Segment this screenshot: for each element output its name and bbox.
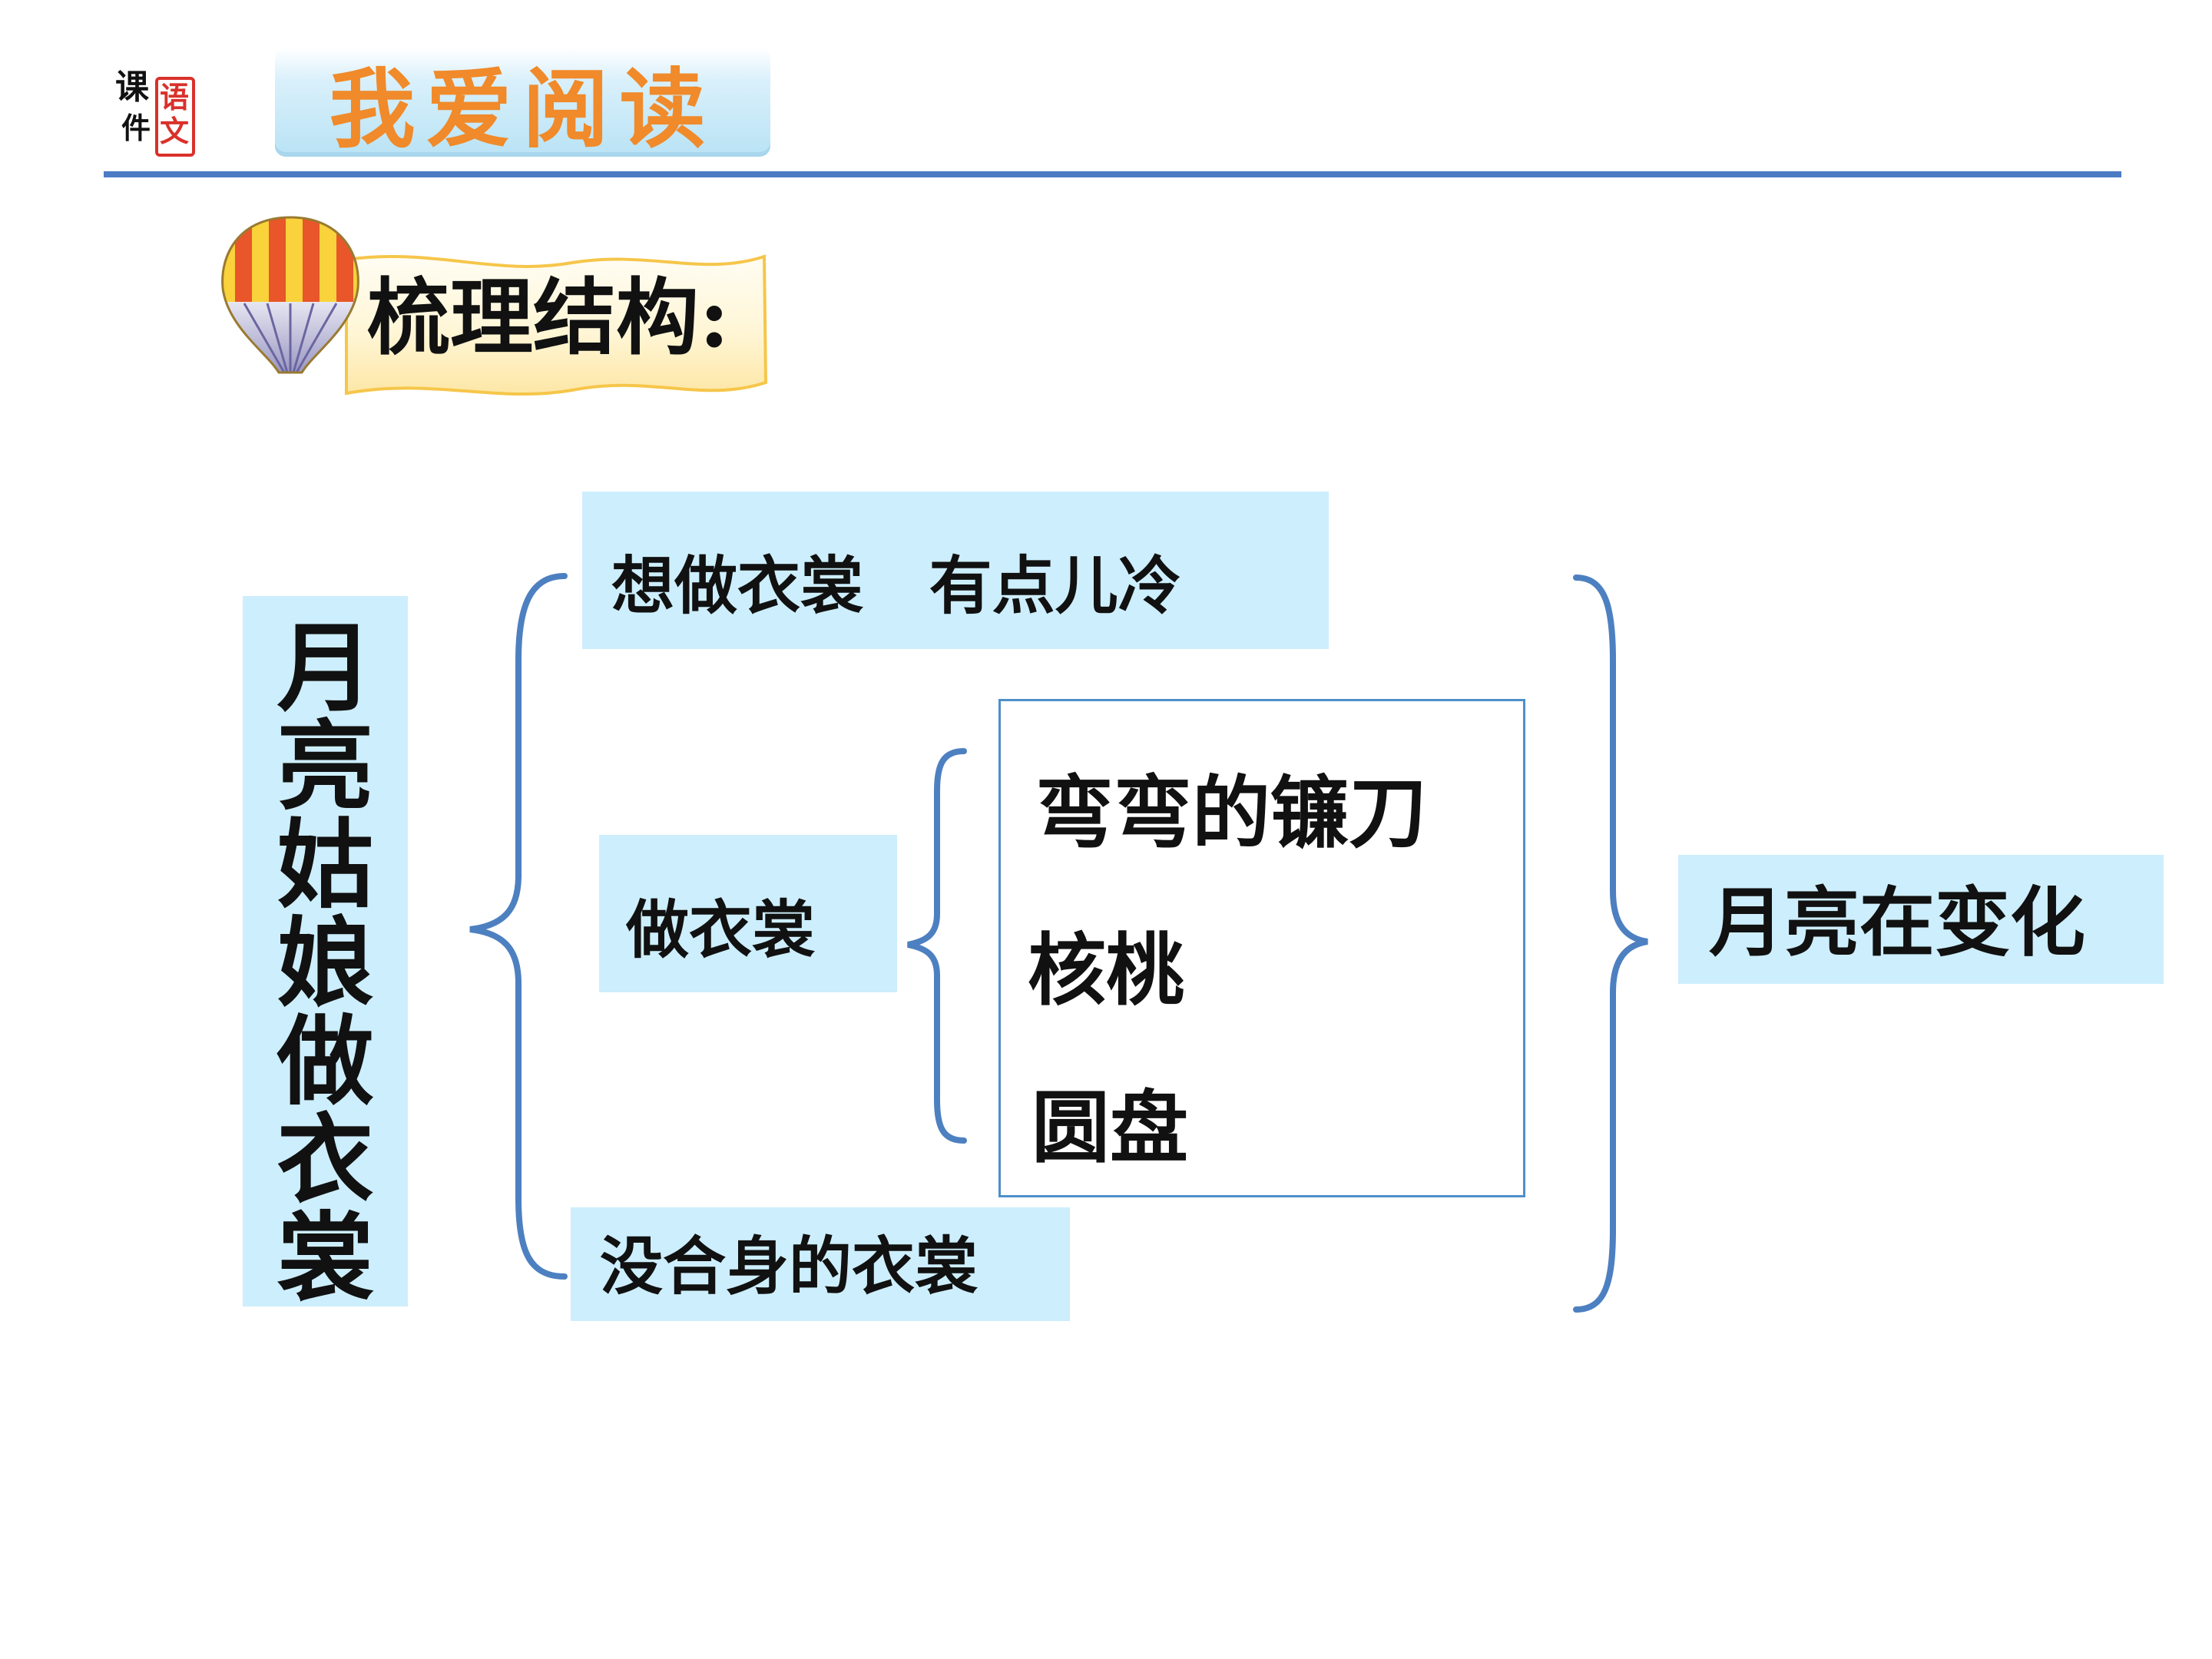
right-brace-large	[1573, 575, 1648, 1313]
main-topic-text: 月 亮 姑 娘 做 衣 裳	[276, 611, 374, 1315]
logo-char-jian: 件	[121, 111, 151, 145]
branch-box-no-fitting-clothes: 没合身的衣裳	[571, 1207, 1070, 1321]
moon-shapes-box: 弯弯的镰刀 核桃 圆盘	[998, 699, 1525, 1197]
section-label: 梳理结构:	[367, 270, 730, 366]
courseware-logo: 课 件 语 文	[115, 69, 196, 157]
conclusion-text: 月亮在变化	[1709, 879, 2086, 967]
main-topic-box: 月 亮 姑 娘 做 衣 裳	[243, 596, 408, 1315]
left-brace-small	[907, 748, 967, 1144]
header-divider	[104, 171, 2121, 177]
title-tab: 我爱阅读	[275, 48, 770, 160]
branch-text-want-clothes: 想做衣裳 有点儿冷	[611, 549, 1181, 623]
conclusion-box: 月亮在变化	[1678, 855, 2164, 984]
ribbon-banner	[345, 254, 768, 396]
logo-seal-box	[155, 77, 195, 157]
left-brace-large	[469, 573, 568, 1280]
hot-air-balloon-icon	[221, 216, 359, 374]
branch-box-want-clothes: 想做衣裳 有点儿冷	[582, 492, 1329, 649]
branch-text-no-fitting-clothes: 没合身的衣裳	[600, 1230, 979, 1303]
logo-char-yu: 语	[160, 80, 190, 114]
moon-shape-disc: 圆盘	[1031, 1082, 1188, 1174]
logo-char-wen: 文	[160, 114, 190, 148]
page-title: 我爱阅读	[329, 59, 717, 160]
moon-shape-walnut: 核桃	[1028, 925, 1184, 1017]
branch-text-make-clothes: 做衣裳	[626, 893, 816, 967]
branch-box-make-clothes: 做衣裳	[599, 835, 897, 992]
moon-shape-sickle: 弯弯的镰刀	[1035, 767, 1427, 859]
logo-char-ke: 课	[115, 68, 149, 107]
